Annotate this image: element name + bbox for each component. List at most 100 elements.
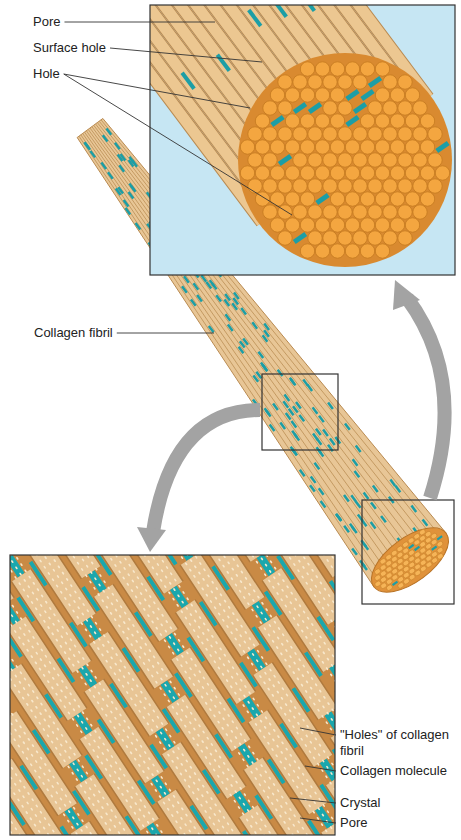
molecule-end	[360, 166, 374, 180]
molecule-texture	[176, 555, 335, 835]
molecule-end	[263, 205, 277, 219]
molecule-end	[315, 244, 329, 258]
molecule-end	[263, 179, 277, 193]
molecule-edge	[146, 555, 335, 835]
molecule-rod	[230, 5, 428, 98]
fibril-hole	[371, 502, 376, 508]
molecule-end	[345, 244, 359, 258]
fibril-hole	[264, 330, 269, 336]
fibril-hole	[299, 415, 304, 421]
fibril-hole	[273, 404, 278, 410]
fibril-hole	[350, 524, 355, 530]
molecule-end	[315, 140, 329, 154]
molecule-end	[368, 231, 382, 245]
fibril-hole	[261, 363, 266, 369]
part-label: Collagen fibril	[34, 325, 113, 341]
molecule-end	[278, 101, 292, 115]
molecule-end	[285, 166, 299, 180]
molecule-rod-edge	[220, 5, 418, 105]
molecule-end	[330, 192, 344, 206]
molecule-end	[398, 179, 412, 193]
molecule-end	[368, 153, 382, 167]
molecule-drawing	[10, 555, 335, 835]
hole	[278, 154, 292, 166]
molecule-end	[338, 101, 352, 115]
hole	[435, 141, 449, 153]
fibril-hole	[371, 522, 376, 528]
hole	[293, 102, 307, 114]
molecule-end	[315, 166, 329, 180]
fibril-hole	[344, 526, 349, 532]
fibril-hole	[317, 438, 322, 444]
molecule-end	[270, 140, 284, 154]
leader-line	[300, 818, 336, 823]
inset-frame	[10, 555, 335, 835]
leader-line	[64, 22, 215, 23]
fibril-hole	[291, 421, 296, 427]
fibril-hole	[108, 172, 113, 178]
molecule-end	[285, 192, 299, 206]
molecule-texture	[141, 555, 335, 835]
fibril-hole	[216, 295, 221, 301]
molecule-end	[338, 75, 352, 89]
collagen-fibril-drawing	[77, 118, 459, 604]
surface-hole	[274, 5, 286, 17]
molecule-end	[383, 179, 397, 193]
molecule-end	[323, 205, 337, 219]
fibril-hole	[258, 352, 263, 358]
fibril-hole	[264, 324, 269, 330]
molecule-end	[405, 140, 419, 154]
molecule-edge	[121, 555, 335, 835]
molecule-end	[278, 179, 292, 193]
molecule-end	[375, 192, 389, 206]
molecule-end	[413, 179, 427, 193]
molecule-end	[293, 127, 307, 141]
hole	[270, 115, 284, 127]
fibril-hole	[313, 407, 318, 413]
part-label: "Holes" of collagen fibril	[340, 727, 452, 759]
molecule-end	[390, 140, 404, 154]
molecule-end	[263, 153, 277, 167]
molecule-end	[330, 166, 344, 180]
fibril-hole	[239, 347, 244, 353]
molecule-end	[353, 153, 367, 167]
molecule-end	[255, 140, 269, 154]
molecule-end	[413, 153, 427, 167]
molecule-end	[375, 244, 389, 258]
molecule-edge	[196, 555, 335, 830]
fibril-hole	[228, 325, 233, 331]
fibril-hole	[323, 430, 328, 436]
hole	[368, 76, 382, 88]
molecule-end	[248, 179, 262, 193]
molecule-end	[308, 179, 322, 193]
molecule-end	[428, 179, 442, 193]
molecule-end	[368, 179, 382, 193]
detail-inset	[0, 271, 461, 840]
molecule-end	[315, 114, 329, 128]
hole-crystal	[121, 555, 335, 835]
fibril-hole	[311, 476, 316, 482]
cross-section-face	[238, 53, 452, 267]
molecule-end	[270, 218, 284, 232]
molecule-end	[375, 114, 389, 128]
fibril-hole	[193, 283, 198, 289]
molecule-end	[345, 218, 359, 232]
fibril-hole	[293, 406, 298, 412]
molecule-end	[285, 218, 299, 232]
molecule-end	[405, 88, 419, 102]
arrow-head	[137, 527, 166, 552]
molecule-end	[383, 101, 397, 115]
molecule-end	[293, 75, 307, 89]
fibril-hole	[225, 314, 230, 320]
molecule-end	[270, 192, 284, 206]
molecule-end	[360, 140, 374, 154]
molecule-end	[330, 218, 344, 232]
fibril-hole	[240, 341, 245, 347]
fibril-hole	[278, 370, 283, 376]
fibril-hole	[241, 308, 246, 314]
fibril-hole	[315, 463, 320, 469]
molecule-end	[323, 153, 337, 167]
fibril-hole	[252, 322, 257, 328]
